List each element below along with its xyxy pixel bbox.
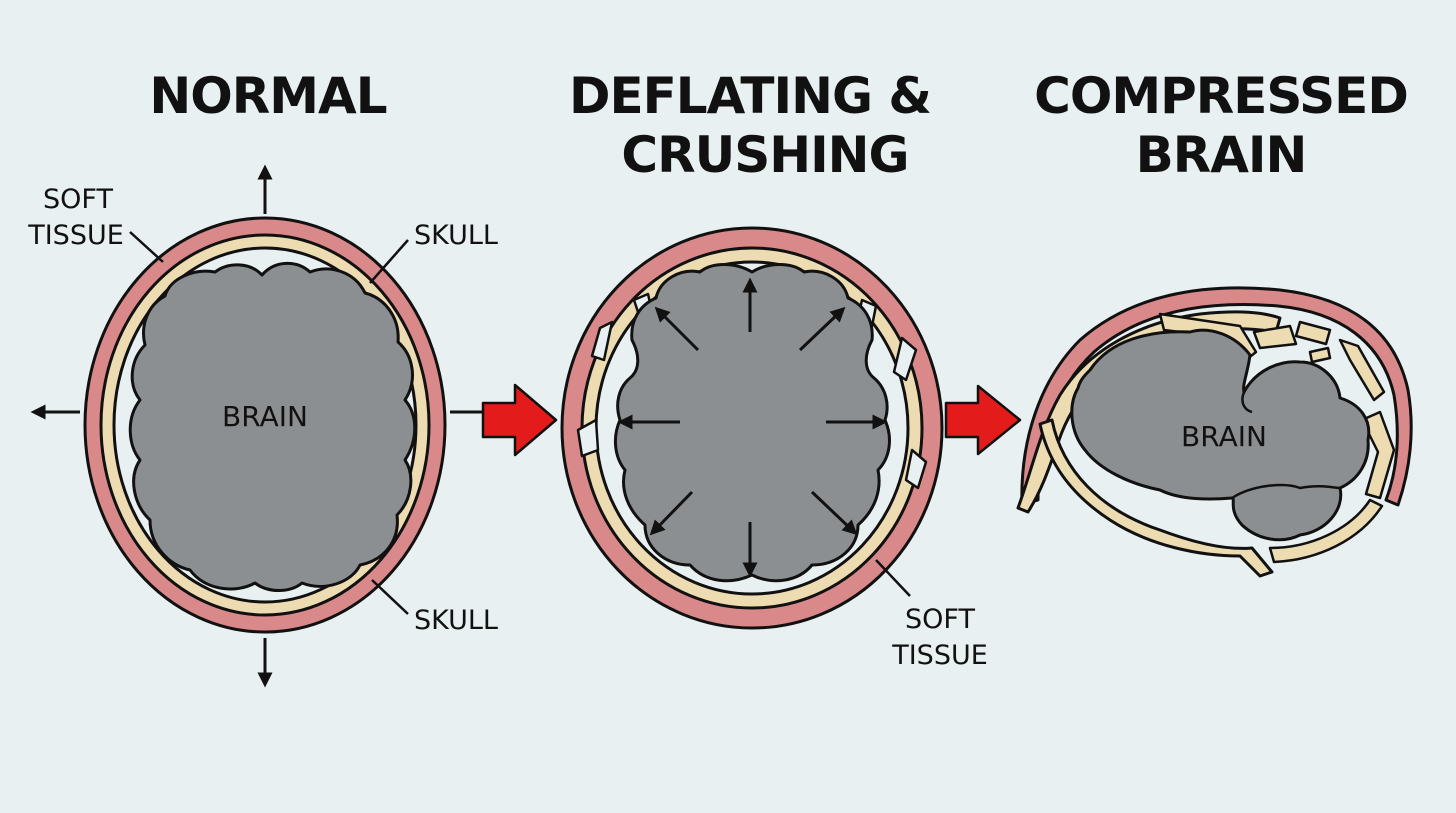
normal-expansion-arrows: [30, 164, 488, 688]
deflating-labels: SOFT TISSUE: [875, 559, 988, 671]
pressure-arrow-upright-icon: [798, 306, 846, 352]
transition-arrow-1-icon: [481, 383, 558, 457]
panel-3-title-line-1: COMPRESSED: [1034, 67, 1408, 125]
panel-3-title-line-2: BRAIN: [1136, 126, 1307, 184]
skull-label-top: SKULL: [414, 220, 498, 251]
skull-fragments: [1158, 312, 1396, 564]
skull-label-bottom: SKULL: [414, 605, 498, 636]
compressed-skull-inner: [1038, 418, 1274, 578]
soft-tissue-2-label-line-2: TISSUE: [891, 640, 988, 671]
skull-top-leader-line: [369, 239, 409, 284]
normal-brain-label: BRAIN: [222, 400, 308, 433]
compressed-brain-label: BRAIN: [1181, 420, 1267, 453]
soft-tissue-label-line-2: TISSUE: [27, 220, 124, 251]
soft-tissue-leader-line: [129, 231, 164, 263]
soft-tissue-2-label-line-1: SOFT: [905, 604, 975, 635]
pressure-arrow-upleft-icon: [654, 306, 700, 352]
panel-2-title-line-2: CRUSHING: [621, 126, 908, 184]
normal-brain: [128, 261, 417, 592]
deflating-head: [560, 226, 944, 630]
soft-tissue-label-line-1: SOFT: [43, 184, 113, 215]
pressure-arrow-downright-icon: [810, 490, 858, 536]
panel-1-title: NORMAL: [149, 67, 386, 125]
soft-tissue-2-leader-line: [875, 559, 911, 597]
pressure-arrow-downleft-icon: [649, 490, 694, 536]
transition-arrow-2-icon: [944, 384, 1022, 456]
panel-2-title-line-1: DEFLATING &: [569, 67, 931, 125]
cerebellum-fold-line: [1231, 483, 1341, 500]
compressed-head: BRAIN: [1016, 286, 1413, 578]
compressed-soft-tissue-layer: [1020, 286, 1413, 507]
skull-fracture-gaps: [576, 292, 928, 490]
normal-head: BRAIN: [83, 216, 447, 634]
deflating-pressure-arrows: [617, 277, 888, 578]
normal-labels: SOFT TISSUE SKULL SKULL: [27, 184, 498, 636]
brain-fold-line: [1241, 391, 1253, 414]
skull-bottom-leader-line: [371, 579, 409, 615]
